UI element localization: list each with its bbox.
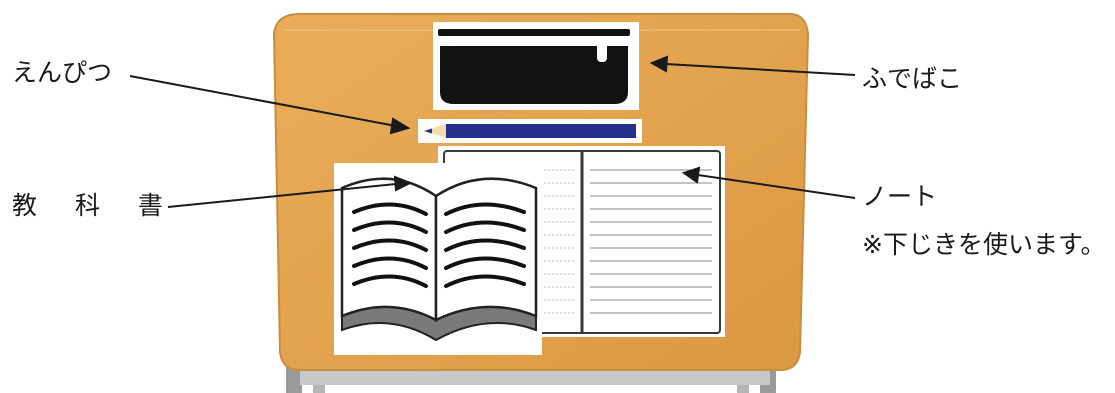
- pencil-icon: [418, 119, 642, 143]
- pencil-label: えんぴつ: [12, 60, 112, 85]
- textbook-icon: [334, 163, 542, 355]
- underlay-note: ※下じきを使います。: [862, 232, 1105, 257]
- notebook-label: ノート: [862, 184, 937, 209]
- pencil-case-icon: [433, 22, 639, 110]
- textbook-label: 教 科 書: [12, 193, 178, 218]
- pencil-case-label: ふでばこ: [862, 66, 962, 91]
